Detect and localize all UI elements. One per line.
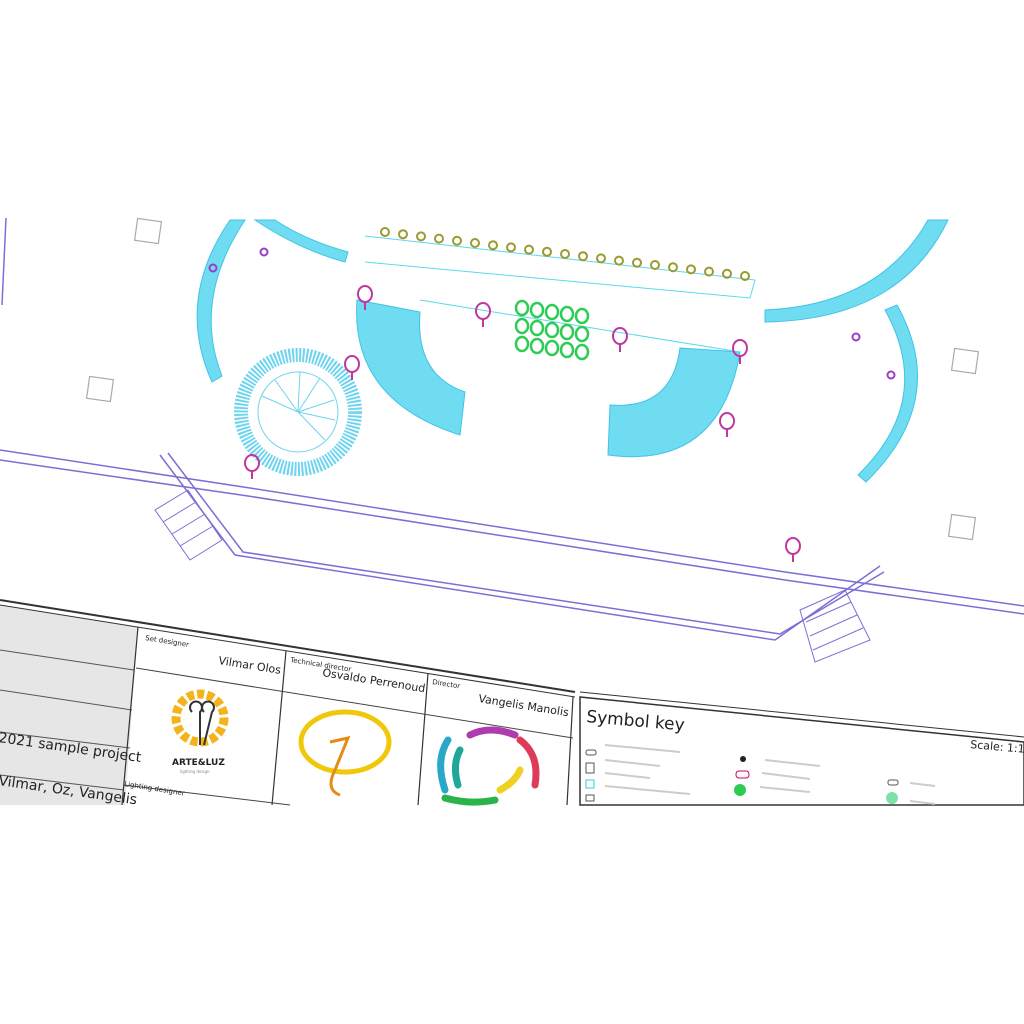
pink-fixtures bbox=[208, 247, 896, 562]
left-arc-wall bbox=[196, 219, 246, 383]
fixture-icon bbox=[544, 303, 560, 321]
fixture-icon bbox=[344, 355, 360, 373]
fixture-icon bbox=[560, 249, 570, 259]
fixture-icon bbox=[851, 332, 861, 342]
stairs bbox=[154, 489, 871, 663]
fixture-icon bbox=[542, 246, 552, 257]
fixture-icon bbox=[488, 240, 498, 251]
fixture-icon bbox=[434, 233, 444, 244]
fixture-icon bbox=[259, 247, 269, 257]
fixture-icon bbox=[574, 343, 590, 361]
director-logo bbox=[437, 726, 540, 806]
scenery bbox=[196, 219, 949, 483]
truss bbox=[364, 235, 756, 299]
fixture-icon bbox=[544, 339, 560, 357]
right-arc-wall bbox=[764, 219, 949, 323]
fixture-icon bbox=[208, 263, 218, 273]
center-left-platform bbox=[356, 299, 466, 436]
right-lower-arc-wall bbox=[857, 304, 918, 483]
center-right-platform bbox=[607, 347, 741, 458]
fixture-icon bbox=[559, 341, 575, 359]
fixture-icon bbox=[506, 242, 516, 253]
fixture-icon bbox=[529, 319, 545, 337]
fixture-icon bbox=[524, 244, 534, 255]
title-block: Set designer Vilmar Olos Technical direc… bbox=[0, 599, 1024, 808]
fixture-icon bbox=[612, 327, 628, 345]
practical-icon bbox=[950, 347, 980, 375]
fixture-icon bbox=[785, 537, 801, 555]
fixture-icon bbox=[514, 317, 530, 335]
logo-subtext: lighting design bbox=[180, 769, 210, 774]
fixture-icon bbox=[514, 335, 530, 353]
fixture-icon bbox=[614, 255, 624, 266]
fixture-icon bbox=[704, 266, 714, 277]
arte-luz-logo: ARTE&LUZ lighting design bbox=[171, 689, 229, 774]
fixture-icon bbox=[559, 323, 575, 341]
fixture-icon bbox=[650, 260, 660, 270]
fixture-icon bbox=[686, 264, 696, 275]
fixture-icon bbox=[357, 285, 373, 303]
fixture-icon bbox=[398, 229, 408, 240]
scale-label: Scale: 1:1 bbox=[970, 738, 1024, 756]
top-left-arc-wall bbox=[253, 219, 349, 263]
title-block-info-column bbox=[0, 605, 138, 805]
fixture-icon bbox=[529, 301, 545, 319]
practical-icon bbox=[133, 217, 163, 245]
practicals bbox=[85, 217, 980, 541]
symbol-key-box bbox=[579, 696, 1024, 806]
fixture-icon bbox=[886, 370, 896, 380]
truss-lower bbox=[419, 299, 741, 353]
fixture-icon bbox=[559, 305, 575, 323]
symbol-key-entries bbox=[585, 744, 936, 805]
center-fixtures bbox=[514, 299, 590, 361]
fixture-icon bbox=[668, 262, 678, 273]
truss-fixtures bbox=[380, 227, 750, 281]
spiral-staircase bbox=[234, 348, 362, 476]
fixture-icon bbox=[529, 337, 545, 355]
fixture-icon bbox=[574, 325, 590, 343]
fixture-icon bbox=[544, 321, 560, 339]
practical-icon bbox=[947, 513, 977, 541]
fixture-icon bbox=[380, 227, 390, 237]
fixture-icon bbox=[416, 231, 426, 242]
practical-icon bbox=[85, 375, 115, 403]
fixture-icon bbox=[574, 307, 590, 325]
stage-edge bbox=[0, 449, 1024, 641]
fixture-icon bbox=[722, 268, 732, 279]
fixture-icon bbox=[719, 412, 735, 430]
fixture-icon bbox=[578, 251, 588, 262]
fixture-icon bbox=[596, 253, 606, 264]
fixture-icon bbox=[514, 299, 530, 317]
fixture-icon bbox=[470, 238, 480, 248]
logo-text: ARTE&LUZ bbox=[172, 758, 225, 768]
fixture-icon bbox=[632, 257, 642, 268]
fixture-icon bbox=[452, 235, 462, 246]
fixture-icon bbox=[244, 454, 260, 472]
wall-line bbox=[1, 217, 7, 306]
signature-logo bbox=[298, 709, 392, 797]
fixture-icon bbox=[740, 271, 750, 281]
